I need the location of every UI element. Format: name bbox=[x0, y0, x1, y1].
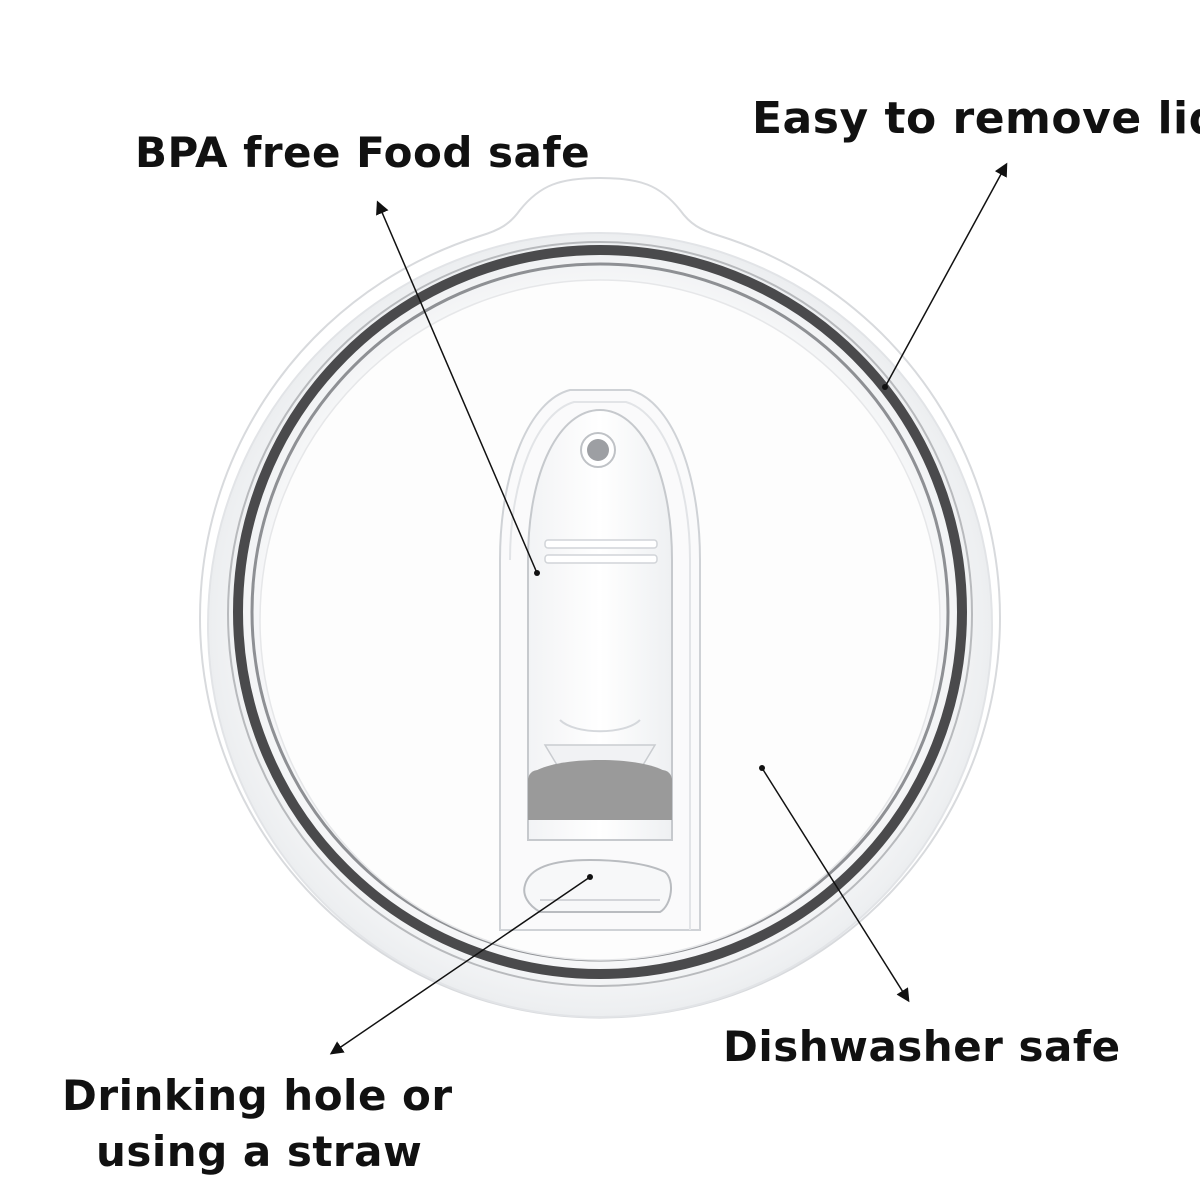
arrow-dishwasher bbox=[761, 767, 910, 1003]
callout-arrows bbox=[329, 162, 1008, 1055]
slider-tab bbox=[527, 408, 673, 841]
arrow-remove bbox=[884, 162, 1008, 388]
callout-drinking-line1: Drinking hole or bbox=[62, 1071, 453, 1120]
callout-bpa-free: BPA free Food safe bbox=[135, 128, 591, 177]
drinking-hole bbox=[523, 858, 672, 913]
arrow-bpa bbox=[376, 200, 538, 574]
callout-dishwasher-safe: Dishwasher safe bbox=[723, 1022, 1121, 1071]
arrow-drinking bbox=[329, 876, 591, 1055]
callout-drinking-hole: Drinking hole or using a straw bbox=[62, 1068, 453, 1180]
callout-easy-remove: Easy to remove lid bbox=[752, 93, 1200, 144]
callout-drinking-line2: using a straw bbox=[96, 1127, 423, 1176]
